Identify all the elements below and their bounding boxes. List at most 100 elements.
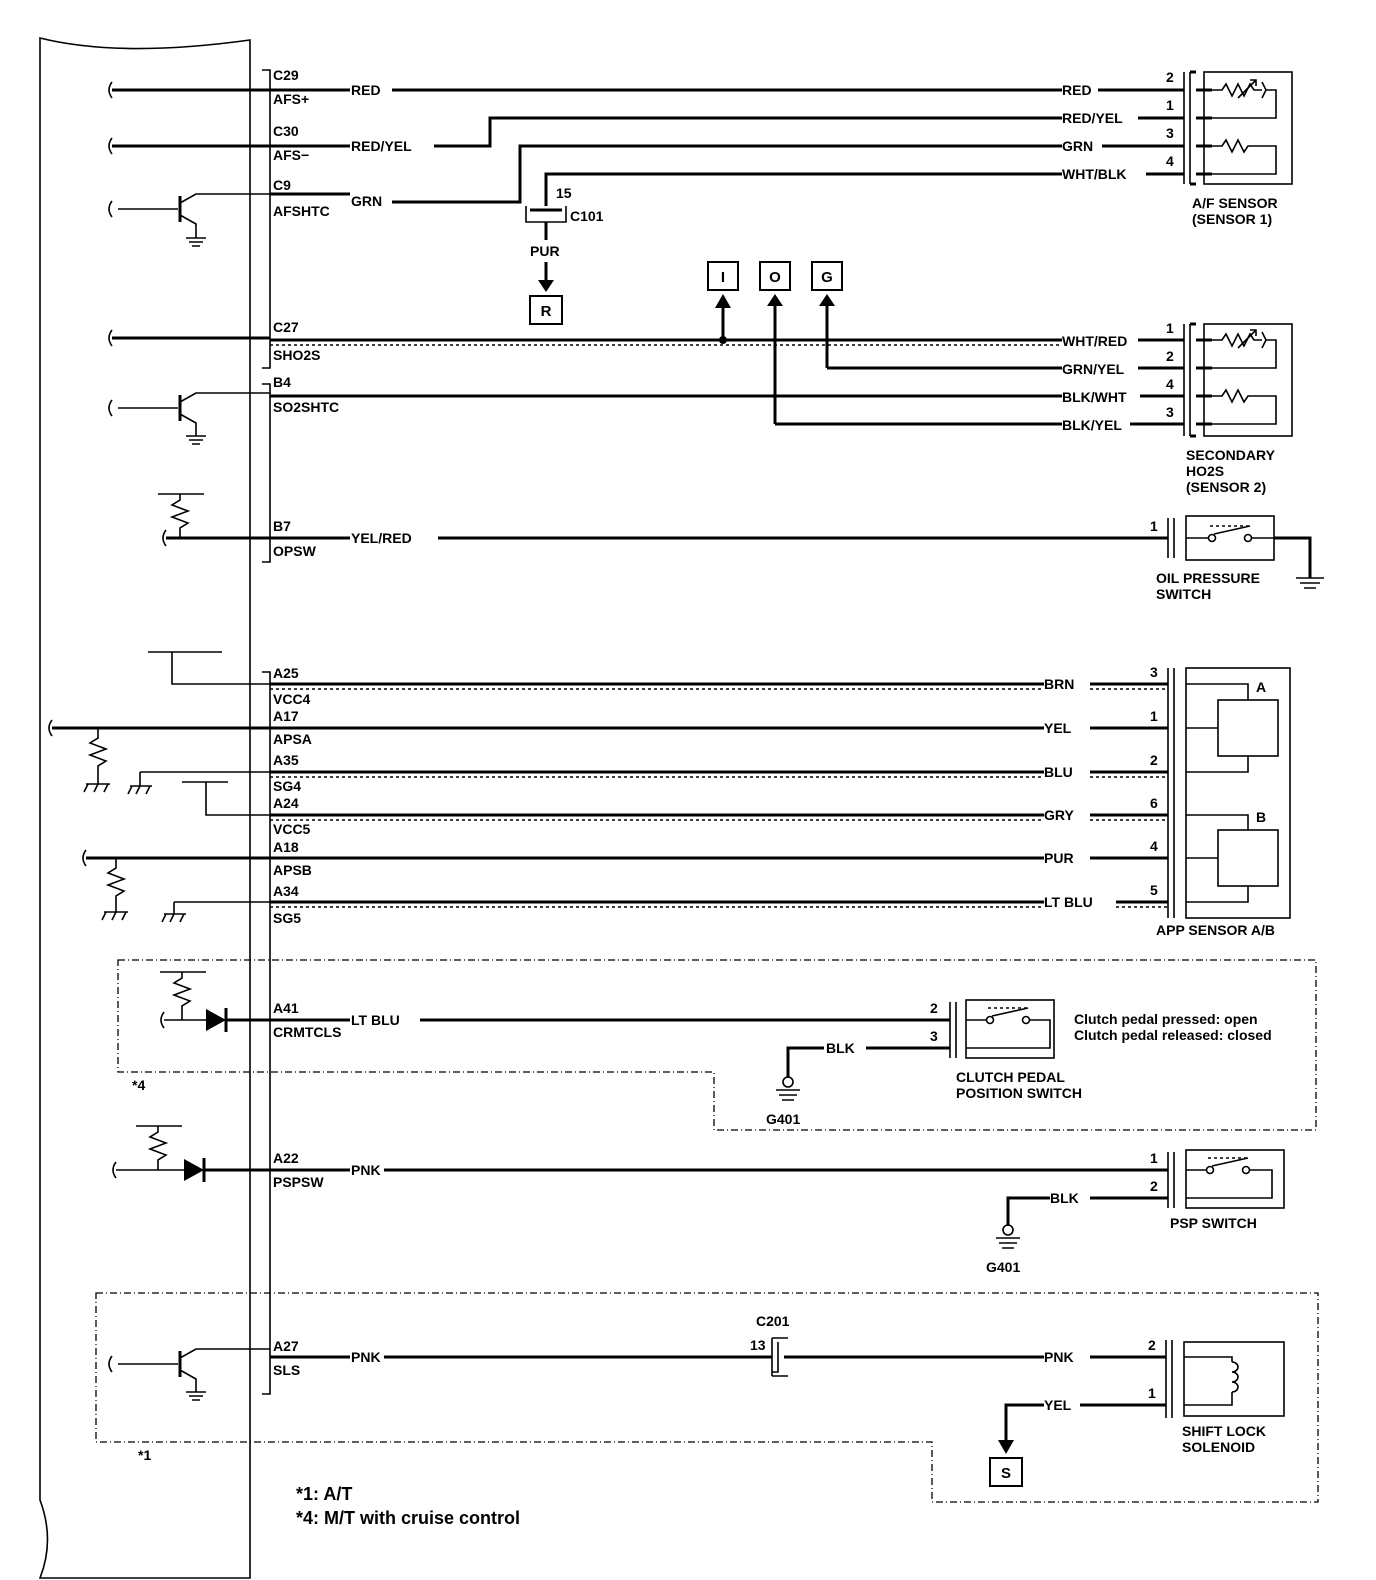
secondary-ho2s-component bbox=[1183, 322, 1293, 438]
c201-terminal: 13 bbox=[750, 1337, 766, 1353]
pin-name-sls: SLS bbox=[273, 1362, 300, 1378]
pin-name-vcc5: VCC5 bbox=[273, 821, 311, 837]
c101-terminal: 15 bbox=[556, 185, 572, 201]
ho2s-wire-wht-red: WHT/RED bbox=[1062, 333, 1127, 349]
pin-name-afs-plus: AFS+ bbox=[273, 91, 309, 107]
psp-wire-blk: BLK bbox=[1050, 1190, 1079, 1206]
ho2s-wire-grn-yel: GRN/YEL bbox=[1062, 361, 1125, 377]
pin-name-opsw: OPSW bbox=[273, 543, 317, 559]
af-term-4: 4 bbox=[1166, 153, 1174, 169]
af-term-1: 1 bbox=[1166, 97, 1174, 113]
app-term-3: 3 bbox=[1150, 664, 1158, 680]
wire-label-red-yel: RED/YEL bbox=[351, 138, 412, 154]
ref-i: I bbox=[721, 269, 725, 286]
pin-a27: A27 bbox=[273, 1338, 299, 1354]
psp-switch-label: PSP SWITCH bbox=[1170, 1215, 1257, 1231]
app-term-4: 4 bbox=[1150, 838, 1158, 854]
app-wire-lt-blu: LT BLU bbox=[1044, 894, 1093, 910]
pin-c9: C9 bbox=[273, 177, 291, 193]
pin-name-apsa: APSA bbox=[273, 731, 312, 747]
shift-lock-term-1: 1 bbox=[1148, 1385, 1156, 1401]
clutch-note-2: Clutch pedal released: closed bbox=[1074, 1027, 1272, 1043]
ref-r: R bbox=[541, 303, 552, 320]
clutch-term-3: 3 bbox=[930, 1028, 938, 1044]
app-sensor-component bbox=[1167, 667, 1291, 919]
wire-label-pnk-sls: PNK bbox=[351, 1349, 381, 1365]
secondary-ho2s-wiring bbox=[270, 338, 1184, 426]
clutch-wire-blk: BLK bbox=[826, 1040, 855, 1056]
pin-a22: A22 bbox=[273, 1150, 299, 1166]
pin-name-sg5: SG5 bbox=[273, 910, 301, 926]
shift-lock-wire-yel: YEL bbox=[1044, 1397, 1072, 1413]
pin-name-apsb: APSB bbox=[273, 862, 312, 878]
footnote-4: *4: M/T with cruise control bbox=[296, 1508, 520, 1528]
shift-lock-term-2: 2 bbox=[1148, 1337, 1156, 1353]
mark-4: *4 bbox=[132, 1077, 145, 1093]
pin-name-pspsw: PSPSW bbox=[273, 1174, 324, 1190]
psp-term-2: 2 bbox=[1150, 1178, 1158, 1194]
clutch-switch-labels: LT BLU 2 3 BLK G401 CLUTCH PEDAL POSITIO… bbox=[132, 1000, 1272, 1127]
pin-a18: A18 bbox=[273, 839, 299, 855]
reference-boxes bbox=[707, 261, 843, 424]
ecm-outline bbox=[38, 36, 251, 1579]
app-sensor-labels: BRN YEL BLU GRY PUR LT BLU 3 1 2 6 4 5 A… bbox=[1044, 664, 1275, 938]
clutch-switch-wiring bbox=[270, 999, 1055, 1101]
pin-a25: A25 bbox=[273, 665, 299, 681]
ref-o: O bbox=[769, 269, 781, 286]
shift-lock-label-1: SHIFT LOCK bbox=[1182, 1423, 1266, 1439]
shift-lock-labels: PNK C201 13 PNK YEL 2 1 S SHIFT LOCK SOL… bbox=[138, 1313, 1266, 1482]
oil-pressure-switch-wiring bbox=[270, 515, 1324, 589]
app-term-5: 5 bbox=[1150, 882, 1158, 898]
ho2s-term-1: 1 bbox=[1166, 320, 1174, 336]
ops-term-1: 1 bbox=[1150, 518, 1158, 534]
pin-name-so2shtc: SO2SHTC bbox=[273, 399, 339, 415]
wire-label-yel-red: YEL/RED bbox=[351, 530, 412, 546]
app-sub-a: A bbox=[1256, 679, 1266, 695]
pin-a17: A17 bbox=[273, 708, 299, 724]
psp-ground-g401: G401 bbox=[986, 1259, 1020, 1275]
pin-a35: A35 bbox=[273, 752, 299, 768]
app-term-1: 1 bbox=[1150, 708, 1158, 724]
ho2s-term-3: 3 bbox=[1166, 404, 1174, 420]
app-wire-brn: BRN bbox=[1044, 676, 1074, 692]
app-sensor-wiring bbox=[270, 682, 1168, 908]
ho2s-wire-blk-wht: BLK/WHT bbox=[1062, 389, 1127, 405]
c201-label: C201 bbox=[756, 1313, 790, 1329]
af-term-3: 3 bbox=[1166, 125, 1174, 141]
psp-switch-wiring bbox=[270, 1149, 1285, 1249]
ho2s-label-1: SECONDARY bbox=[1186, 447, 1276, 463]
ho2s-term-2: 2 bbox=[1166, 348, 1174, 364]
pin-name-crmtcls: CRMTCLS bbox=[273, 1024, 341, 1040]
clutch-label-1: CLUTCH PEDAL bbox=[956, 1069, 1065, 1085]
pin-b7: B7 bbox=[273, 518, 291, 534]
app-wire-blu: BLU bbox=[1044, 764, 1073, 780]
secondary-ho2s-name: SECONDARY HO2S (SENSOR 2) bbox=[1186, 447, 1276, 495]
ref-g: G bbox=[821, 269, 833, 286]
region-m-t-cruise bbox=[117, 959, 1317, 1131]
clutch-ground-g401: G401 bbox=[766, 1111, 800, 1127]
mark-1: *1 bbox=[138, 1447, 151, 1463]
c101-wire-pur: PUR bbox=[530, 243, 560, 259]
app-wire-gry: GRY bbox=[1044, 807, 1074, 823]
af-wire-grn: GRN bbox=[1062, 138, 1093, 154]
app-term-2: 2 bbox=[1150, 752, 1158, 768]
pin-a24: A24 bbox=[273, 795, 299, 811]
af-wire-red-yel: RED/YEL bbox=[1062, 110, 1123, 126]
ecm-internal-circuits bbox=[48, 81, 270, 1401]
pin-name-vcc4: VCC4 bbox=[273, 691, 311, 707]
app-term-6: 6 bbox=[1150, 795, 1158, 811]
ref-s: S bbox=[1001, 1465, 1011, 1482]
clutch-label-2: POSITION SWITCH bbox=[956, 1085, 1082, 1101]
af-sensor-label: A/F SENSOR bbox=[1192, 195, 1278, 211]
ecm-connector-brackets bbox=[262, 69, 271, 1395]
pin-a41: A41 bbox=[273, 1000, 299, 1016]
ho2s-label-3: (SENSOR 2) bbox=[1186, 479, 1266, 495]
oil-pressure-labels: YEL/RED 1 OIL PRESSURE SWITCH bbox=[351, 518, 1260, 602]
wire-label-red: RED bbox=[351, 82, 381, 98]
pin-name-sg4: SG4 bbox=[273, 778, 301, 794]
c101-label: C101 bbox=[570, 208, 604, 224]
clutch-term-2: 2 bbox=[930, 1000, 938, 1016]
psp-switch-labels: PNK 1 2 BLK G401 PSP SWITCH bbox=[351, 1150, 1257, 1275]
pin-name-sho2s: SHO2S bbox=[273, 347, 320, 363]
